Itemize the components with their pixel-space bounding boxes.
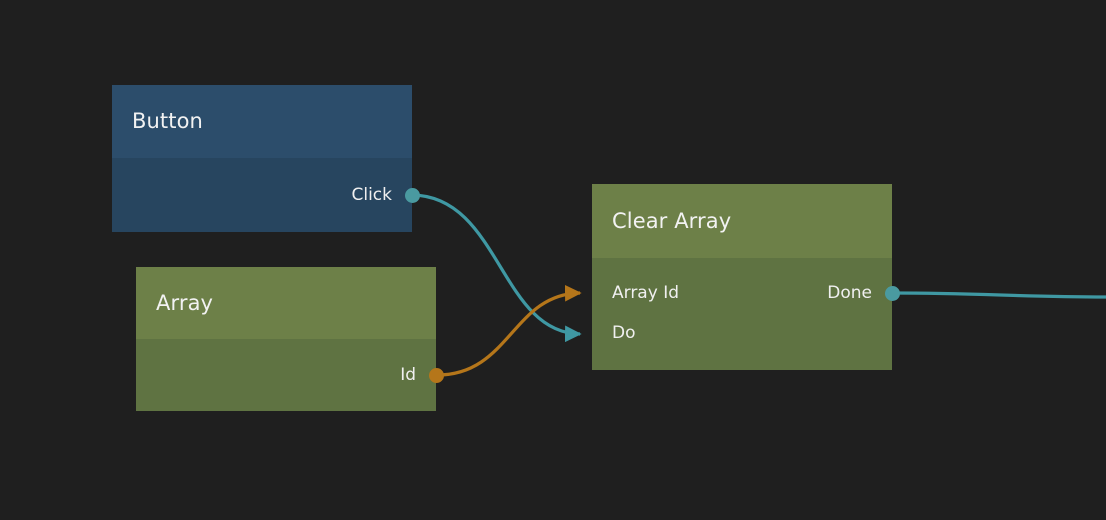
node-clear-array[interactable]: Clear Array Array Id Done Do <box>592 184 900 370</box>
port-row-array-id[interactable]: Id <box>136 362 436 388</box>
node-button-title: Button <box>132 109 203 133</box>
port-dot-clear-array-done[interactable] <box>885 286 900 301</box>
node-array-title: Array <box>156 290 214 315</box>
wire-array-id-to-cleararray-arrayid[interactable] <box>435 284 582 377</box>
port-dot-button-click[interactable] <box>405 188 420 203</box>
node-clear-array-title: Clear Array <box>612 208 732 233</box>
port-label-done: Done <box>827 282 872 303</box>
node-button-body: Click <box>112 158 420 232</box>
node-array-body: Id <box>136 339 444 411</box>
node-clear-array-header[interactable]: Clear Array <box>592 184 892 258</box>
port-label-id: Id <box>400 364 416 385</box>
port-row-button-click[interactable]: Click <box>112 182 412 208</box>
node-button-header[interactable]: Button <box>112 85 412 158</box>
port-dot-array-id[interactable] <box>429 368 444 383</box>
wire-cleararray-done-offscreen[interactable] <box>891 291 1106 299</box>
port-row-clear-array-arrayid[interactable]: Array Id Done <box>592 280 892 306</box>
port-label-do: Do <box>612 322 636 343</box>
node-button[interactable]: Button Click <box>112 85 420 232</box>
node-array[interactable]: Array Id <box>136 267 444 411</box>
node-array-header[interactable]: Array <box>136 267 436 339</box>
port-row-clear-array-do[interactable]: Do <box>592 320 892 346</box>
port-label-array-id: Array Id <box>612 282 679 303</box>
node-clear-array-body: Array Id Done Do <box>592 258 900 370</box>
port-label-click: Click <box>351 184 392 205</box>
wire-button-click-to-cleararray-do[interactable] <box>411 193 582 343</box>
